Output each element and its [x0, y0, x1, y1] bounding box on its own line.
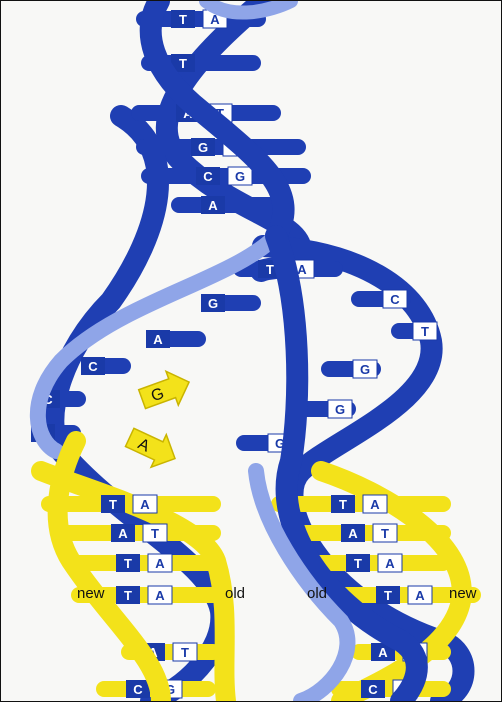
- base-label: A: [297, 262, 307, 277]
- base-label: A: [208, 198, 218, 213]
- left-unpaired-base: C: [81, 357, 131, 375]
- left-unpaired-base: A: [146, 330, 206, 348]
- base-label: A: [140, 497, 150, 512]
- label-left-old: old: [225, 585, 245, 602]
- base-label: A: [155, 588, 165, 603]
- base-label: A: [370, 497, 380, 512]
- base-label: T: [339, 497, 347, 512]
- base-label: G: [360, 362, 370, 377]
- base-label: C: [368, 682, 378, 697]
- label-right-new: new: [449, 585, 477, 602]
- base-label: A: [415, 588, 425, 603]
- base-label: T: [124, 588, 132, 603]
- base-label: A: [118, 526, 128, 541]
- base-label: T: [384, 588, 392, 603]
- base-label: G: [235, 169, 245, 184]
- base-label: T: [124, 556, 132, 571]
- base-label: A: [155, 556, 165, 571]
- base-label: A: [385, 556, 395, 571]
- base-label: G: [208, 296, 218, 311]
- right-unpaired-base: G: [321, 360, 381, 378]
- base-label: T: [179, 12, 187, 27]
- base-label: C: [203, 169, 213, 184]
- left-unpaired-base: G: [201, 294, 261, 312]
- base-label: T: [381, 526, 389, 541]
- base-label: T: [179, 56, 187, 71]
- base-label: C: [88, 359, 98, 374]
- base-label: A: [153, 332, 163, 347]
- right-unpaired-base: C: [351, 290, 411, 308]
- label-left-new: new: [77, 585, 105, 602]
- base-label: T: [109, 497, 117, 512]
- label-right-old: old: [307, 585, 327, 602]
- base-label: T: [421, 324, 429, 339]
- base-label: T: [354, 556, 362, 571]
- right-unpaired-base: T: [391, 322, 437, 340]
- base-label: G: [198, 140, 208, 155]
- base-label: T: [151, 526, 159, 541]
- base-label: T: [181, 645, 189, 660]
- free-nucleotide-a: A: [122, 421, 183, 475]
- base-label: C: [390, 292, 400, 307]
- free-nucleotide-g: G: [136, 365, 195, 416]
- base-label: T: [266, 262, 274, 277]
- base-label: G: [335, 402, 345, 417]
- base-label: A: [378, 645, 388, 660]
- base-label: A: [348, 526, 358, 541]
- base-label: C: [133, 682, 143, 697]
